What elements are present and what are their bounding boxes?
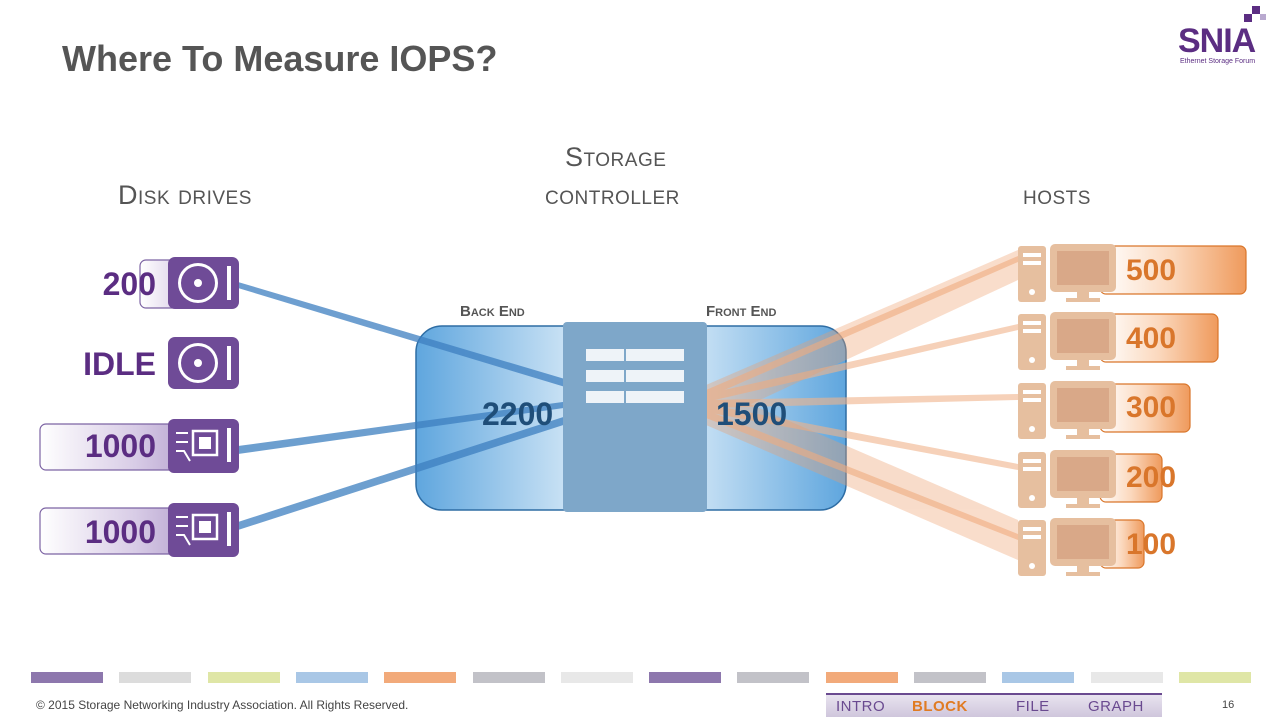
palette-swatch [31, 672, 103, 683]
nav-block[interactable]: BLOCK [912, 698, 968, 715]
logo-corner-mark [1244, 6, 1266, 22]
label-front-end: Front End [706, 303, 777, 320]
snia-logo-text: SNIA [1178, 22, 1256, 60]
hdd-icon [168, 257, 239, 309]
palette-swatch [825, 672, 898, 683]
heading-storage: Storage [565, 142, 667, 172]
copyright-text: © 2015 Storage Networking Industry Assoc… [36, 698, 409, 712]
heading-disk-drives: Disk drives [118, 180, 252, 210]
palette-swatch [1178, 672, 1251, 683]
iops-diagram [39, 244, 1247, 576]
section-nav: INTRO BLOCK FILE GRAPH [826, 693, 1162, 717]
disk-connection-beams [238, 282, 585, 530]
palette-swatch [560, 672, 633, 683]
host-value: 300 [1126, 391, 1177, 424]
palette-swatch [1090, 672, 1163, 683]
host-computer-icons [1018, 244, 1116, 576]
ssd-icon-2 [168, 503, 239, 557]
page-number: 16 [1222, 699, 1235, 711]
nav-graph[interactable]: GRAPH [1088, 698, 1144, 715]
computer-icon [1018, 518, 1116, 576]
computer-icon [1018, 450, 1116, 508]
computer-icon [1018, 381, 1116, 439]
palette-swatch [295, 672, 368, 683]
nav-intro[interactable]: INTRO [836, 698, 886, 715]
heading-hosts: hosts [1023, 180, 1091, 210]
host-value: 100 [1126, 528, 1177, 561]
palette-swatch [737, 672, 810, 683]
disk-value: 200 [102, 266, 156, 302]
computer-icon [1018, 312, 1116, 370]
palette-swatch [119, 672, 192, 683]
palette-swatch [207, 672, 280, 683]
disk-value: 1000 [84, 428, 156, 464]
host-value: 200 [1126, 461, 1177, 494]
nav-file[interactable]: FILE [1016, 698, 1050, 715]
label-back-end: Back End [460, 303, 525, 320]
host-connection-beams-fan [706, 250, 1018, 560]
server-tower [563, 322, 707, 512]
palette-swatch [914, 672, 986, 683]
palette-swatch [1002, 672, 1075, 683]
disk-value: 1000 [84, 514, 156, 550]
host-connection-beams [706, 256, 1018, 540]
disk-value: IDLE [83, 346, 156, 382]
snia-logo-subtitle: Ethernet Storage Forum [1180, 58, 1256, 65]
heading-controller: controller [545, 180, 680, 210]
palette-swatch [472, 672, 545, 683]
front-end-iops: 1500 [716, 396, 788, 432]
back-end-iops: 2200 [482, 396, 554, 432]
host-value: 500 [1126, 254, 1177, 287]
snia-logo [1168, 4, 1272, 74]
hdd-icon-idle [168, 337, 239, 389]
ssd-icon [168, 419, 239, 473]
palette-swatch [384, 672, 457, 683]
host-value: 400 [1126, 322, 1177, 355]
page-title: Where To Measure IOPS? [62, 38, 498, 79]
palette-swatch [649, 672, 722, 683]
computer-icon [1018, 244, 1116, 302]
